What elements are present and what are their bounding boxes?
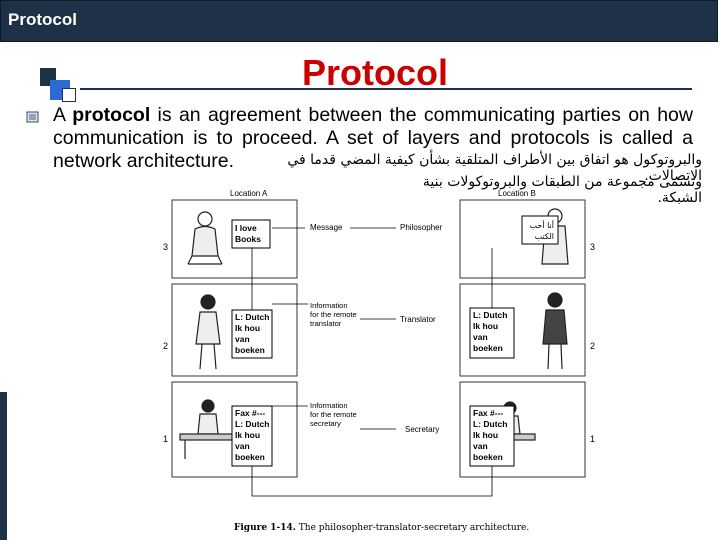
box-text-line: Fax #--- [235,408,265,418]
translator-right-figure [542,292,568,370]
label-line: secretary [310,419,341,428]
box-text-line: Books [235,234,261,244]
left-fax-box [231,405,273,467]
right-translation-box [469,307,515,359]
label-philosopher: Philosopher [400,223,443,232]
right-box-l3-text: أنا أحب الكتب [530,220,554,241]
label-translator: Translator [400,315,436,324]
body-text-bold: protocol [72,104,151,126]
layer-num-left-1: 1 [163,434,168,444]
box-text-line: van [235,334,250,344]
box-text-line: I love [235,223,257,233]
label-line: for the remote [310,310,357,319]
box-text-line: boeken [473,343,503,353]
box-text-line: Ik hou [473,430,498,440]
label-line: translator [310,319,342,328]
box-text-line: L: Dutch [235,419,269,429]
left-message-box [231,219,271,249]
box-text-line: van [473,332,488,342]
label-line: for the remote [310,410,357,419]
right-fax-box [469,405,515,467]
title-underline [80,88,692,90]
layer-num-right-3: 3 [590,242,595,252]
box-text-line: L: Dutch [473,310,507,320]
window-titlebar: Protocol [0,0,718,42]
label-line: Information [310,301,348,310]
label-message: Message [310,223,343,232]
slide-title: Protocol [301,52,448,93]
box-text-line: الكتب [535,232,554,241]
body-text-post: is an agreement between the communicatin… [53,104,693,172]
box-text-line: L: Dutch [235,312,269,322]
layer-num-left-3: 3 [163,242,168,252]
figure-caption: Figure 1-14. The philosopher-translator-… [234,523,529,533]
box-text-line: boeken [235,452,265,462]
protocol-figure: Location A Location B 3 2 1 3 2 1 [163,189,595,533]
box-text-line: Ik hou [473,321,498,331]
label-line: Information [310,401,348,410]
decor-square-white [62,88,76,102]
bottom-path [251,466,493,497]
philosopher-left-figure [187,211,223,265]
arabic-line-2: وتسمى مجموعة من الطبقات والبروتوكولات بن… [422,174,702,206]
box-text-line: Fax #--- [473,408,503,418]
left-translation-box [231,309,273,359]
box-text-line: أنا أحب [530,220,554,230]
right-message-box [521,215,559,245]
body-paragraph: A protocol is an agreement between the c… [53,104,693,173]
label-secretary: Secretary [405,425,439,434]
location-b-label: Location B [498,189,536,198]
box-text-line: Ik hou [235,323,260,333]
box-text-line: boeken [473,452,503,462]
box-text-line: boeken [235,345,265,355]
layer-num-left-2: 2 [163,341,168,351]
box-text-line: Ik hou [235,430,260,440]
box-text-line: van [235,441,250,451]
bullet-icon [26,111,39,123]
layer-num-right-1: 1 [590,434,595,444]
translator-left-figure [195,294,221,370]
box-text-line: van [473,441,488,451]
body-text-pre: A [53,104,73,126]
arabic-line-1: والبروتوكول هو اتفاق بين الأطراف المتلقي… [287,152,702,184]
layer-num-right-2: 2 [590,341,595,351]
left-accent-bar [0,392,7,540]
location-a-label: Location A [230,189,268,198]
window-title: Protocol [8,10,77,29]
box-text-line: L: Dutch [473,419,507,429]
